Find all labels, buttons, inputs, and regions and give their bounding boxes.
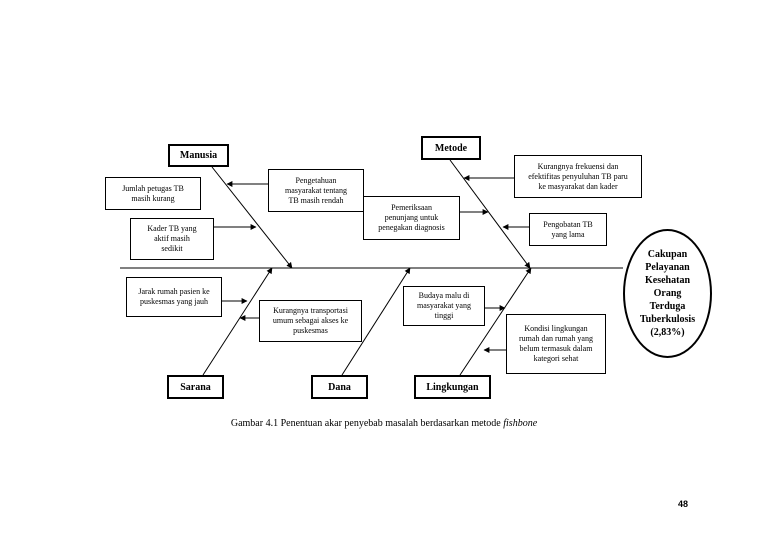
category-lingkungan: Lingkungan [414,375,491,399]
cause-kondisi: Kondisi lingkungan rumah dan rumah yang … [506,314,606,374]
bone-sarana [202,267,273,376]
bone-metode [449,159,531,269]
caption-text: Gambar 4.1 Penentuan akar penyebab masal… [230,418,504,429]
cause-kader: Kader TB yang aktif masih sedikit [130,218,214,260]
category-dana: Dana [311,375,368,399]
cause-kurangnya-frekuensi: Kurangnya frekuensi dan efektifitas peny… [514,155,642,198]
bone-dana [341,267,411,376]
category-sarana: Sarana [167,375,224,399]
bone-manusia [211,166,293,269]
cause-jarak: Jarak rumah pasien ke puskesmas yang jau… [126,277,222,317]
cause-pengobatan: Pengobatan TB yang lama [529,213,607,246]
cause-pengetahuan: Pengetahuan masyarakat tentang TB masih … [268,169,364,212]
category-manusia: Manusia [168,144,229,167]
cause-budaya: Budaya malu di masyarakat yang tinggi [403,286,485,326]
effect-ellipse: Cakupan Pelayanan Kesehatan Orang Terdug… [623,229,712,358]
cause-jumlah-petugas: Jumlah petugas TB masih kurang [105,177,201,210]
bone-lingkungan [459,267,532,376]
figure-caption: Gambar 4.1 Penentuan akar penyebab masal… [0,418,768,429]
caption-italic: fishbone [503,418,538,429]
cause-transportasi: Kurangnya transportasi umum sebagai akse… [259,300,362,342]
cause-pemeriksaan: Pemeriksaan penunjang untuk penegakan di… [363,196,460,240]
page-number: 48 [678,499,689,509]
category-metode: Metode [421,136,481,160]
